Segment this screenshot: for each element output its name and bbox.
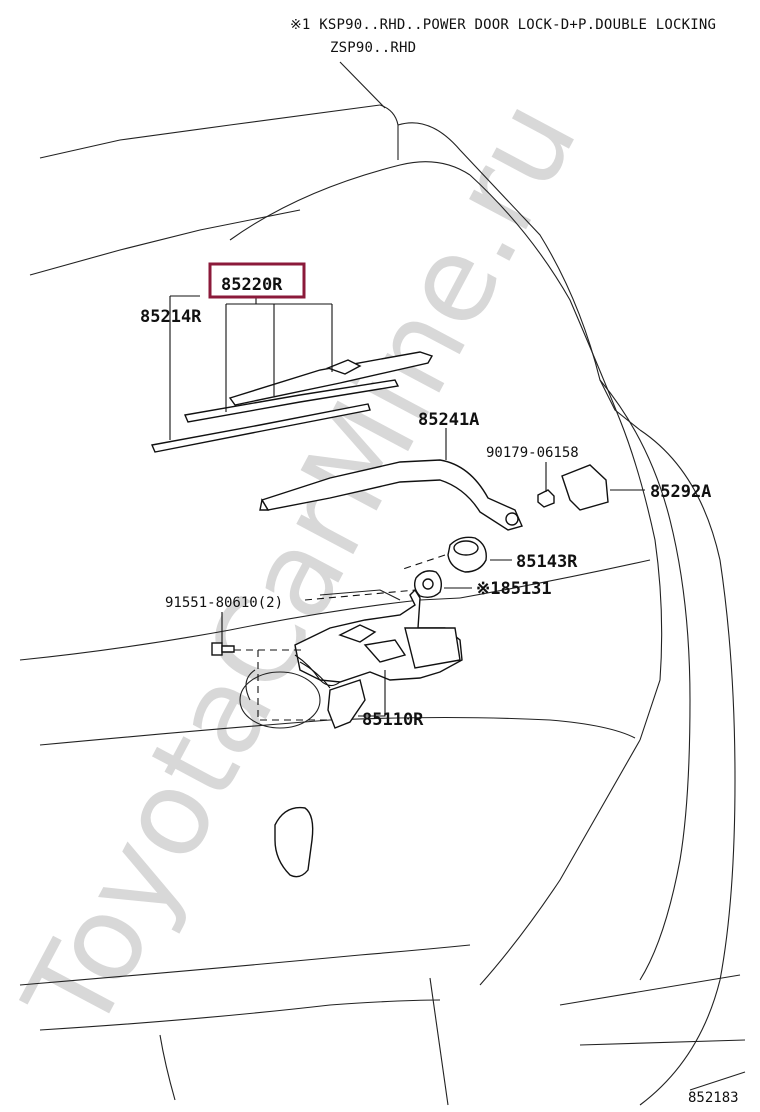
label-85143R[interactable]: 85143R [516, 552, 578, 572]
applicability-note-2: ZSP90..RHD [330, 40, 416, 56]
wiper-motor-assembly [239, 588, 463, 729]
label-185131[interactable]: ※185131 [476, 579, 552, 599]
arm-nut [537, 489, 555, 508]
highlight-box [208, 262, 306, 299]
label-85292A[interactable]: 85292A [650, 482, 711, 502]
label-85110R[interactable]: 85110R [362, 710, 424, 730]
door-handle-opening [274, 806, 314, 878]
leader-lines [169, 295, 645, 721]
label-85214R[interactable]: 85214R [140, 307, 202, 327]
vehicle-back-door-outline [19, 61, 746, 1106]
wiper-blade-assembly [151, 351, 434, 453]
mounting-bolt [211, 642, 235, 656]
applicability-note-1: ※1 KSP90..RHD..POWER DOOR LOCK-D+P.DOUBL… [290, 17, 716, 33]
watermark-text: ToyotaCarMine.ru [0, 78, 604, 1054]
wiper-arm [259, 459, 523, 531]
label-85241A[interactable]: 85241A [418, 410, 479, 430]
grommet [413, 570, 443, 599]
label-91551-80610[interactable]: 91551-80610(2) [165, 595, 283, 611]
label-85220R[interactable]: 85220R [221, 275, 283, 295]
label-90179-06158[interactable]: 90179-06158 [486, 445, 579, 461]
pivot-cap [561, 464, 609, 511]
diagram-id: 852183 [688, 1090, 739, 1106]
pivot-cushion [447, 536, 487, 573]
